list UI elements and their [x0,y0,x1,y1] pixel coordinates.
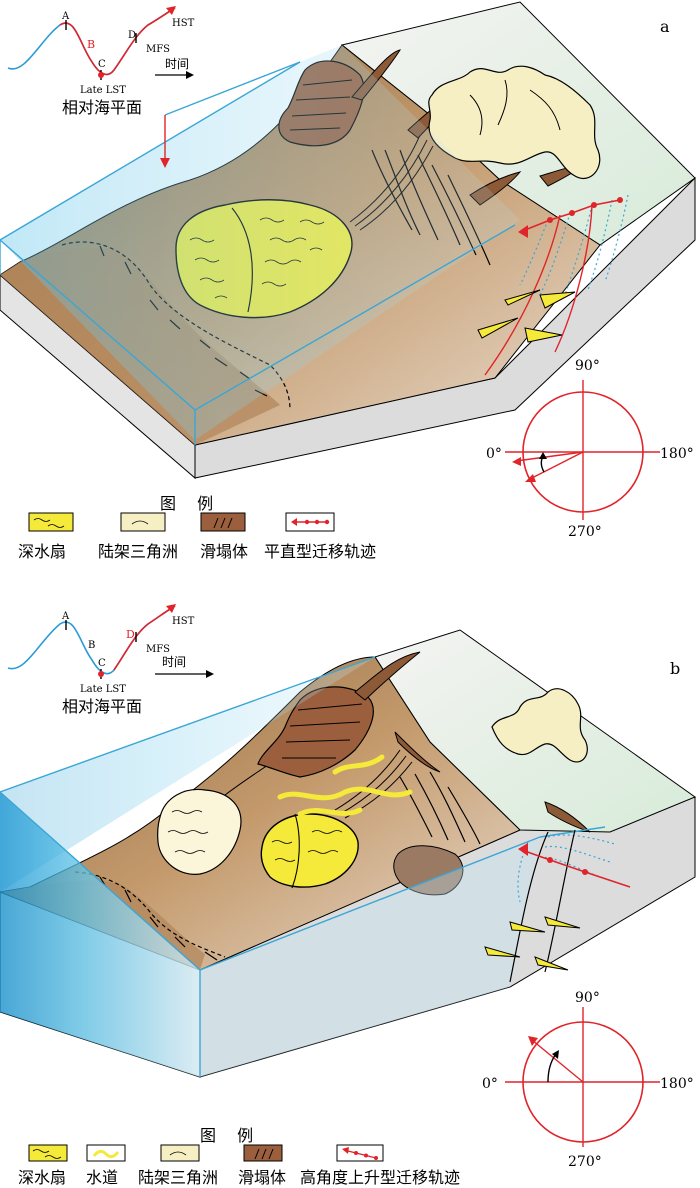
legend-title-a: 图 例 [160,490,221,514]
curve-label-mfs-b: MFS [146,644,170,655]
legend-label-slump-a: 滑塌体 [200,538,248,562]
curve-label-mfs: MFS [146,44,170,55]
legend-swatch-fan-a [28,512,74,532]
panel-a: A B C D Late LST MFS HST 时间 相对海平面 a 90° [0,0,700,592]
curve-caption-b: 相对海平面 [62,697,142,716]
legend-swatch-delta-b [160,1144,200,1162]
legend-label-slump-b: 滑塌体 [238,1164,286,1188]
compass-south-label: 270° [568,524,602,540]
legend-swatch-delta-a [120,512,166,532]
legend-swatch-slump-a [200,512,246,532]
legend-label-trajectory-a: 平直型迁移轨迹 [264,538,376,562]
compass-south-label-b: 270° [568,1154,602,1170]
curve-label-late-lst-b: Late LST [80,684,126,695]
curve-label-hst-b: HST [172,616,195,627]
sea-level-curve-inset: A B C D Late LST MFS HST 时间 相对海平面 [8,6,195,117]
compass-b: 90° 0° 180° 270° [482,990,694,1170]
legend-label-channel-b: 水道 [86,1164,118,1188]
legend-label-fan-b: 深水扇 [18,1164,66,1188]
compass-north-label-b: 90° [575,990,600,1006]
legend-label-trajectory-b: 高角度上升型迁移轨迹 [300,1164,460,1188]
legend-swatch-slump-b [243,1144,283,1162]
panel-letter-a: a [660,17,670,36]
legend-swatch-trajectory-a [285,512,335,532]
legend-swatch-fan-b [28,1144,68,1162]
legend-label-fan-a: 深水扇 [18,538,66,562]
compass-east-label: 180° [660,446,694,462]
compass-north-label: 90° [575,358,600,374]
curve-label-c: C [98,59,106,70]
legend-swatch-channel-b [86,1144,126,1162]
curve-caption: 相对海平面 [62,98,142,117]
time-label-b: 时间 [162,655,186,669]
curve-label-c-b: C [98,658,106,669]
time-label: 时间 [165,57,189,71]
curve-label-hst: HST [172,18,195,29]
curve-label-d-b: D [126,628,135,641]
block-diagram-a: A B C D Late LST MFS HST 时间 相对海平面 a 90° [0,0,700,592]
curve-label-late-lst: Late LST [80,85,126,96]
curve-label-a-b: A [61,611,70,622]
compass-west-label-b: 0° [482,1076,498,1092]
panel-b: A B C D Late LST MFS HST 时间 相对海平面 b 90° … [0,592,700,1185]
block-diagram-b: A B C D Late LST MFS HST 时间 相对海平面 b 90° … [0,592,700,1185]
compass-east-label-b: 180° [660,1076,694,1092]
compass-west-label: 0° [486,446,502,462]
sea-level-curve-inset-b: A B C D Late LST MFS HST 时间 相对海平面 [8,604,214,716]
legend-label-delta-a: 陆架三角洲 [98,538,178,562]
panel-letter-b: b [670,659,680,678]
legend-label-delta-b: 陆架三角洲 [138,1164,218,1188]
curve-label-b-b: B [88,640,95,651]
legend-title-b: 图 例 [200,1122,261,1146]
curve-label-a: A [61,11,70,22]
legend-swatch-trajectory-b [336,1144,384,1162]
curve-label-b: B [87,38,95,51]
curve-label-d: D [128,30,136,41]
